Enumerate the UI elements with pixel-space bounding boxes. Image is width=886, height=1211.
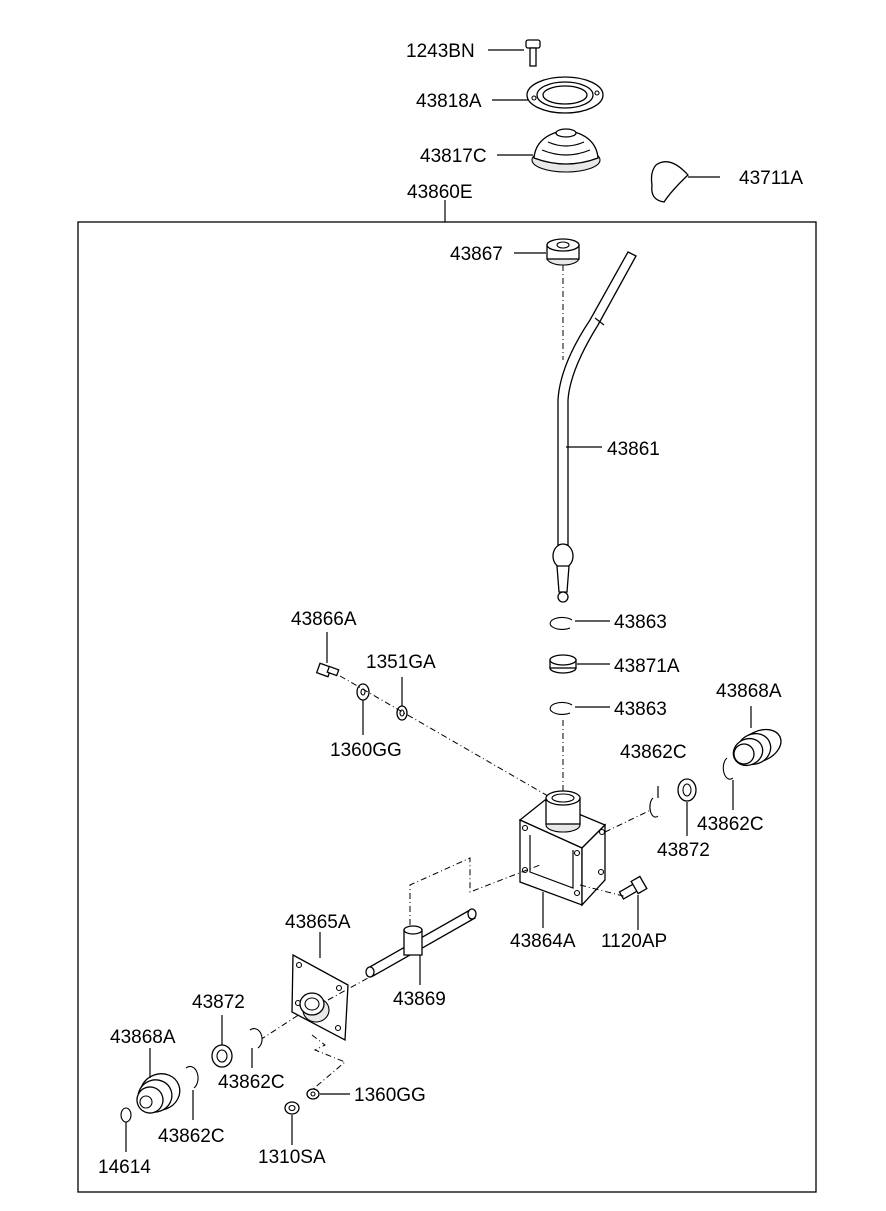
knob-43711a — [650, 161, 689, 203]
label-43868a-left: 43868A — [110, 1027, 176, 1048]
label-43871a: 43871A — [614, 656, 680, 677]
clip-43863-a — [549, 616, 573, 630]
shift-lever-43861 — [552, 251, 637, 603]
label-43867: 43867 — [450, 244, 503, 265]
label-43872-right: 43872 — [657, 840, 710, 861]
nut-1310sa — [284, 1101, 300, 1115]
bushing-43872-left — [211, 1044, 233, 1068]
label-43711a: 43711A — [739, 168, 803, 189]
label-43861: 43861 — [607, 439, 660, 460]
bolt-43866a — [315, 662, 340, 678]
label-43872-left: 43872 — [192, 992, 245, 1013]
label-43817c: 43817C — [420, 146, 487, 167]
label-43864a: 43864A — [510, 931, 576, 952]
label-43862c-r1: 43862C — [620, 742, 687, 763]
shaft-43869 — [365, 908, 477, 978]
bushing-43872-right — [677, 778, 697, 802]
label-43862c-r2: 43862C — [697, 814, 764, 835]
label-1243bn: 1243BN — [406, 41, 475, 62]
bushing-43867 — [546, 238, 580, 266]
label-43863-a: 43863 — [614, 612, 667, 633]
retainer-plate-43818a — [526, 76, 604, 114]
bracket-43864a — [518, 790, 607, 907]
clip-43862c-r1 — [649, 797, 659, 818]
label-43866a: 43866A — [291, 609, 357, 630]
label-43860e: 43860E — [407, 182, 473, 203]
label-1360gg-top: 1360GG — [330, 740, 402, 761]
boot-43868a-left — [136, 1073, 181, 1114]
clip-14614 — [120, 1107, 132, 1123]
label-1120ap: 1120AP — [601, 931, 667, 952]
boot-43868a-right — [732, 728, 782, 767]
screw-1243bn — [525, 39, 541, 67]
clip-43862c-l2 — [185, 1065, 199, 1089]
label-1360gg-bottom: 1360GG — [354, 1085, 426, 1106]
washer-1351ga — [396, 705, 408, 721]
washer-1360gg-bottom — [306, 1088, 320, 1100]
label-43869: 43869 — [393, 989, 446, 1010]
label-43863-b: 43863 — [614, 699, 667, 720]
label-1310sa: 1310SA — [258, 1147, 326, 1168]
boot-43817c — [531, 128, 601, 173]
label-43868a-right: 43868A — [716, 681, 782, 702]
assembly-frame — [77, 221, 817, 1193]
label-1351ga: 1351GA — [366, 652, 436, 673]
bolt-1120ap — [618, 875, 648, 900]
plate-43865a — [291, 953, 349, 1042]
label-43862c-l2: 43862C — [158, 1126, 225, 1147]
label-43862c-l1: 43862C — [218, 1072, 285, 1093]
clip-43862c-r2 — [722, 757, 734, 780]
clip-43862c-l1 — [249, 1028, 263, 1049]
label-14614: 14614 — [98, 1157, 151, 1178]
washer-1360gg-top — [356, 683, 370, 701]
bushing-43871a — [549, 654, 577, 674]
label-43865a: 43865A — [285, 912, 351, 933]
label-43818a: 43818A — [416, 91, 482, 112]
clip-43863-b — [549, 701, 573, 715]
